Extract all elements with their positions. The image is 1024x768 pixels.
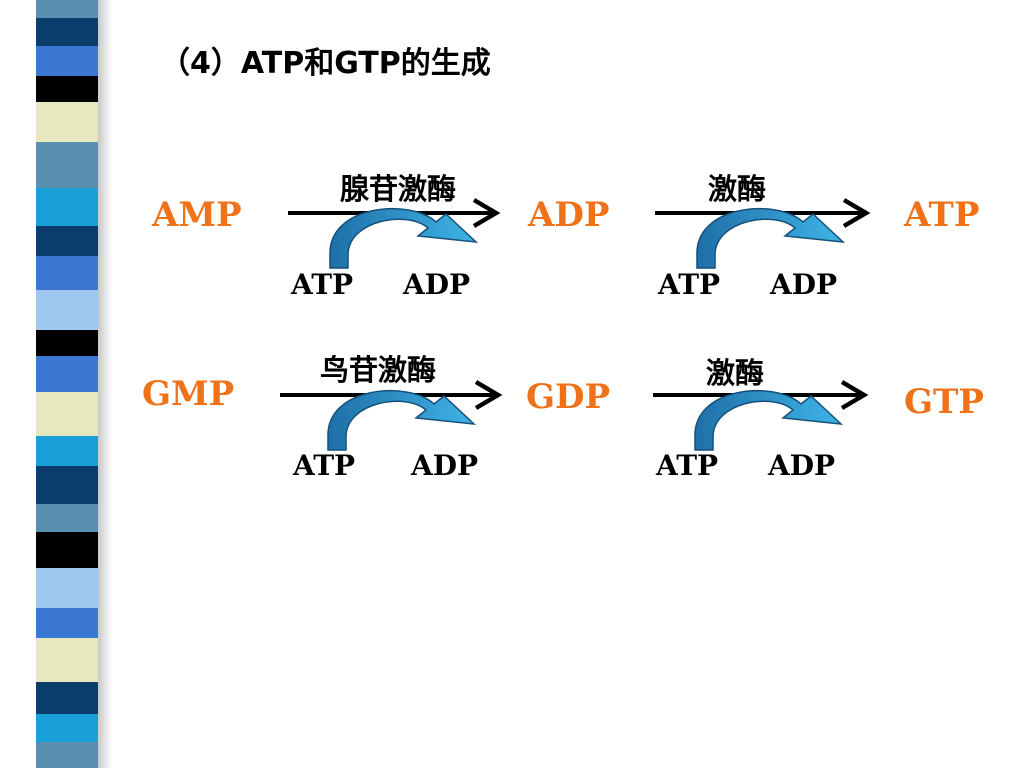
cofactor-out-r2s2: ADP	[768, 449, 836, 482]
stripe-segment	[36, 356, 98, 392]
cofactor-in-r2s1: ATP	[293, 449, 356, 482]
stripe-shadow	[98, 0, 112, 768]
stripe-segment	[36, 466, 98, 504]
species-gdp: GDP	[526, 377, 611, 417]
cofactor-in-r1s2: ATP	[658, 268, 721, 301]
enzyme-kinase-row1: 激酶	[708, 172, 767, 206]
stripe-segment	[36, 436, 98, 466]
slide-title: （4）ATP和GTP的生成	[160, 46, 491, 81]
cofactor-out-r2s1: ADP	[411, 449, 479, 482]
curved-arrow-r2s1	[327, 389, 477, 451]
curved-arrow-r1s1	[329, 207, 479, 269]
species-atp: ATP	[904, 195, 980, 235]
curved-arrow-r1s2	[696, 207, 846, 269]
stripe-segment	[36, 290, 98, 330]
stripe-segment	[36, 608, 98, 638]
cofactor-out-r1s1: ADP	[403, 268, 471, 301]
stripe-segment	[36, 18, 98, 46]
stripe-segment	[36, 638, 98, 682]
stripe-segment	[36, 504, 98, 532]
stripe-segment	[36, 226, 98, 256]
stripe-segment	[36, 256, 98, 290]
stripe-segment	[36, 46, 98, 76]
stripe-segment	[36, 330, 98, 356]
species-amp: AMP	[152, 195, 242, 235]
stripe-segment	[36, 682, 98, 714]
stripe-segment	[36, 0, 98, 18]
species-gmp: GMP	[142, 374, 235, 414]
curved-arrow-r2s2	[694, 389, 844, 451]
stripe-segment	[36, 188, 98, 226]
enzyme-kinase-row2: 激酶	[706, 356, 765, 390]
stripe-segment	[36, 102, 98, 142]
species-adp: ADP	[528, 195, 610, 235]
cofactor-out-r1s2: ADP	[770, 268, 838, 301]
stripe-segment	[36, 76, 98, 102]
cofactor-in-r2s2: ATP	[656, 449, 719, 482]
stripe-segment	[36, 142, 98, 188]
enzyme-adenosine-kinase: 腺苷激酶	[340, 172, 457, 206]
stripe-segment	[36, 532, 98, 568]
cofactor-in-r1s1: ATP	[291, 268, 354, 301]
stripe-segment	[36, 714, 98, 742]
enzyme-guanosine-kinase: 鸟苷激酶	[320, 353, 437, 387]
stripe-segment	[36, 742, 98, 768]
stripe-segment	[36, 392, 98, 436]
decorative-stripe-bar	[36, 0, 98, 768]
stripe-segment	[36, 568, 98, 608]
species-gtp: GTP	[904, 382, 984, 422]
